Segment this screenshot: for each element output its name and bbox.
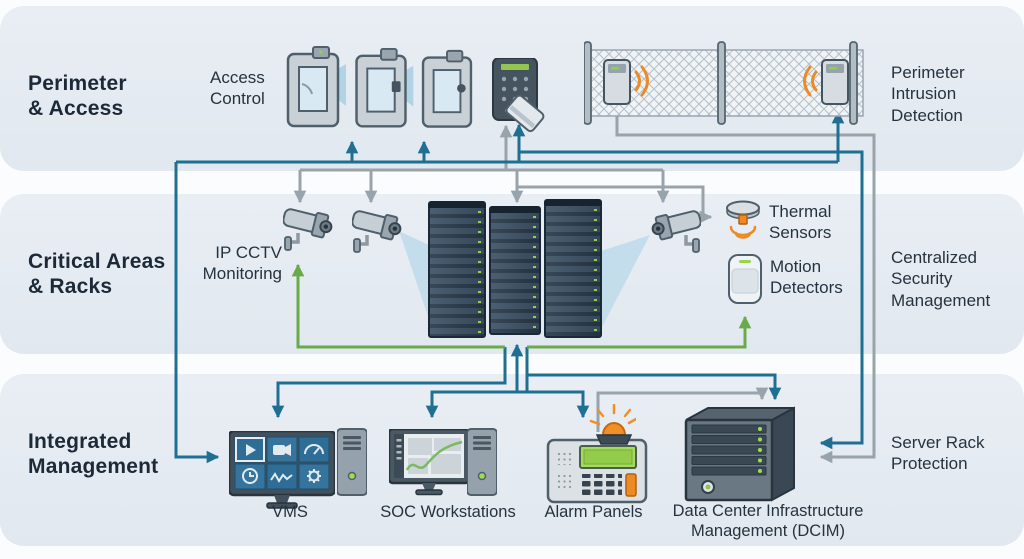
band-label-integrated-management: Integrated Management	[28, 430, 159, 478]
gear-icon	[307, 469, 321, 483]
green-connectors	[291, 263, 752, 349]
play-tile-highlight	[235, 437, 265, 462]
cctv-camera-icon	[645, 208, 701, 256]
label-dcim: Data Center Infrastructure Management (D…	[672, 502, 864, 541]
soc-tower-icon	[467, 427, 497, 497]
band-label-critical-areas: Critical Areas & Racks	[28, 250, 166, 298]
server-rack-group	[428, 197, 606, 338]
label-access-control: Access Control	[210, 68, 265, 109]
trend-chart-line	[405, 440, 463, 471]
speaker-grille	[556, 474, 573, 489]
label-motion-detectors: Motion Detectors	[770, 257, 843, 298]
keypad-keys	[580, 474, 622, 498]
label-perimeter-intrusion-detection: Perimeter Intrusion Detection	[891, 63, 965, 125]
clock-icon	[242, 468, 258, 484]
gauge-icon	[304, 444, 324, 455]
turnstile-icon	[414, 48, 480, 140]
server-rack-icon	[544, 199, 602, 338]
label-soc-workstations: SOC Workstations	[380, 503, 516, 521]
panic-key	[625, 473, 637, 497]
fence-icon	[584, 34, 868, 132]
motion-detector-icon	[726, 253, 764, 307]
cctv-camera-icon	[352, 208, 408, 256]
alarm-panel-icon	[546, 430, 650, 504]
label-centralized-security-management: Centralized Security Management	[891, 248, 991, 310]
vms-tower-icon	[337, 427, 367, 497]
play-icon	[246, 444, 256, 456]
fence-sensor-icon	[803, 59, 849, 105]
waveform-icon	[270, 472, 293, 483]
vms-monitor-icon	[229, 431, 335, 509]
card-reader-icon	[487, 58, 555, 134]
speaker-grille	[556, 450, 573, 465]
fence-sensor-icon	[603, 59, 649, 105]
teal-connectors	[174, 110, 864, 464]
alarm-beacon-icon	[584, 404, 636, 448]
label-alarm-panels: Alarm Panels	[544, 503, 643, 521]
access-card-icon	[505, 94, 545, 133]
band-label-perimeter-access: Perimeter & Access	[28, 72, 127, 120]
camera-cone-left	[399, 231, 433, 331]
thermal-sensor-icon	[718, 198, 768, 242]
server-rack-icon	[428, 201, 486, 338]
gray-connectors	[293, 100, 876, 464]
label-thermal-sensors: Thermal Sensors	[769, 202, 832, 243]
turnstile-icon	[348, 46, 414, 140]
dcim-tower-icon	[676, 404, 808, 504]
label-ip-cctv-monitoring: IP CCTV Monitoring	[202, 243, 282, 284]
turnstile-icon	[280, 44, 346, 140]
server-rack-icon	[489, 206, 541, 335]
label-vms: VMS	[272, 503, 308, 521]
band-integrated-management	[0, 374, 1024, 546]
cctv-camera-icon	[283, 206, 339, 254]
soc-monitor-icon	[389, 429, 469, 497]
camera-cone-right	[601, 235, 650, 329]
video-camera-icon	[273, 444, 291, 456]
label-server-rack-protection: Server Rack Protection	[891, 433, 985, 474]
